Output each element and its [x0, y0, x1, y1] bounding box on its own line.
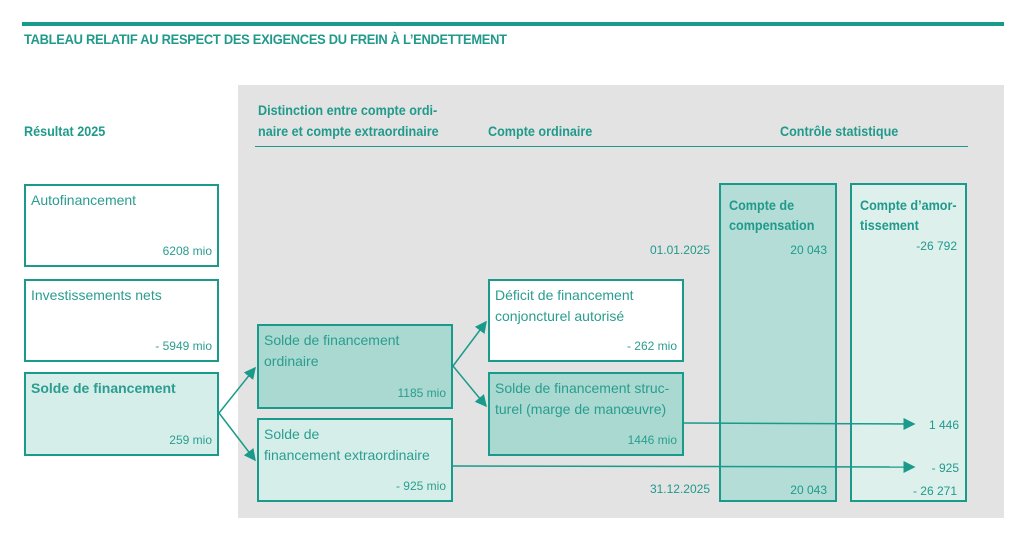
- arrow-solde-to-extra: [218, 412, 256, 462]
- header-underline: [255, 146, 968, 147]
- header-distinction-line2: naire et compte extraordinaire: [258, 123, 439, 139]
- arrow-ordinaire-to-structurel: [452, 365, 487, 408]
- arrow-ordinaire-to-deficit: [452, 320, 487, 367]
- date-start: 01.01.2025: [649, 243, 710, 257]
- box-solde-structurel: Solde de financement struc-turel (marge …: [488, 372, 684, 456]
- arrow-solde-to-ordinaire: [218, 366, 256, 414]
- diagram-title: TABLEAU RELATIF AU RESPECT DES EXIGENCES…: [24, 31, 507, 47]
- arrow-structurel-to-amortization: [683, 417, 916, 430]
- header-result: Résultat 2025: [24, 123, 106, 139]
- header-ordinary: Compte ordinaire: [488, 123, 593, 139]
- header-control: Contrôle statistique: [780, 123, 899, 139]
- date-end: 31.12.2025: [649, 482, 710, 496]
- compensation-start: 20 043: [790, 243, 827, 257]
- compensation-end: 20 043: [790, 483, 827, 497]
- box-deficit-conjoncturel: Déficit de financement conjoncturel auto…: [488, 279, 684, 362]
- top-rule: [22, 22, 1004, 26]
- amortization-account-column: Compte d’amor-tissement -26 792 1 446 - …: [850, 183, 967, 502]
- amortization-end: - 26 271: [912, 484, 957, 498]
- box-investissements: Investissements nets- 5949 mio: [24, 279, 219, 362]
- header-distinction-line1: Distinction entre compte ordi-: [258, 102, 438, 118]
- amortization-in-structural: 1 446: [928, 418, 959, 432]
- amortization-title: Compte d’amor-tissement: [860, 197, 957, 233]
- amortization-start: -26 792: [916, 239, 957, 253]
- amortization-in-extra: - 925: [931, 461, 959, 475]
- arrow-extra-to-amortization: [452, 460, 916, 473]
